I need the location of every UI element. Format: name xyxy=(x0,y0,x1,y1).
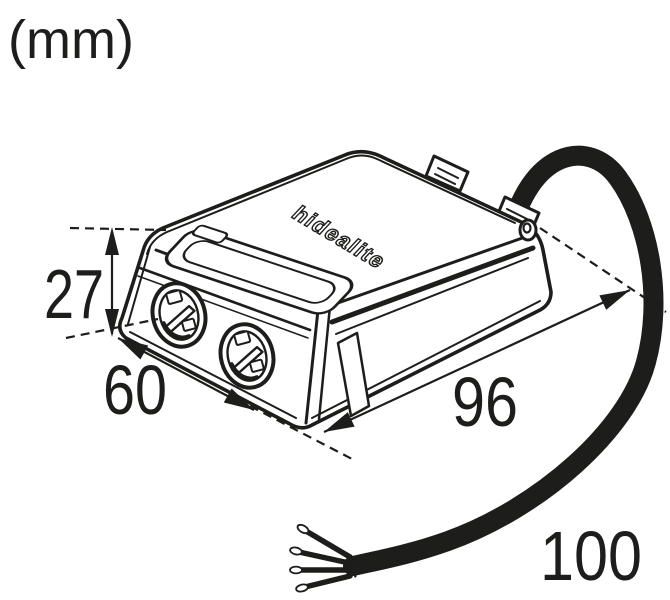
connector-socket-2 xyxy=(218,322,276,390)
cable-loop xyxy=(289,145,664,593)
dim-length-label: 96 xyxy=(452,363,518,441)
dim-depth-label: 60 xyxy=(103,351,167,429)
recess-notch xyxy=(191,224,229,244)
dim-depth: 60 xyxy=(103,337,255,429)
cable-clamp-strip xyxy=(336,331,371,418)
top-face-front-right-edge xyxy=(316,234,530,312)
mounting-tab-1 xyxy=(424,154,470,193)
dim-height: 27 xyxy=(44,226,167,340)
dim-height-extension-top xyxy=(69,226,167,232)
dim-length-line xyxy=(323,289,631,433)
right-face-seam xyxy=(329,245,536,325)
dim-cable-length-label: 100 xyxy=(540,517,642,595)
dim-length-extension-left xyxy=(249,405,353,460)
device-body: hidealite xyxy=(117,149,553,430)
unit-label: (mm) xyxy=(8,10,134,70)
dim-length: 96 xyxy=(249,227,667,460)
dim-length-extension-right xyxy=(539,227,667,313)
top-face-label-recess xyxy=(164,224,354,315)
cable-wires xyxy=(289,523,353,593)
connector-socket-1 xyxy=(150,281,208,349)
dim-height-label: 27 xyxy=(44,255,104,333)
corner-screw-ear xyxy=(518,218,538,242)
front-face-seam xyxy=(138,266,312,332)
dim-cable-length: 100 xyxy=(540,517,642,595)
